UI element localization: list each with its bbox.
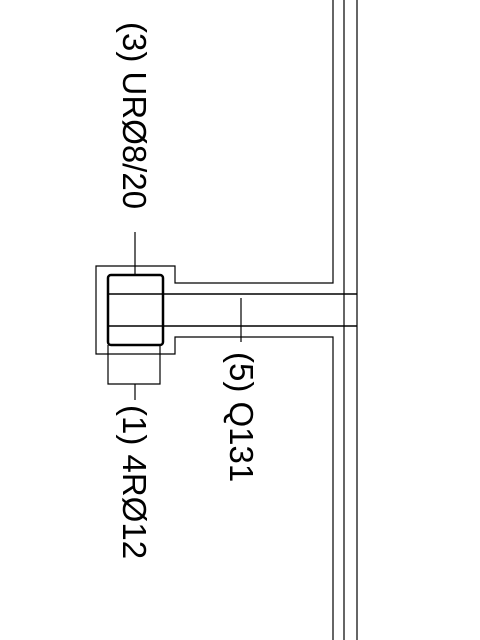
label-lower-bar: (1) 4RØ12 [116,405,153,559]
label-upper-bar: (3) URØ8/20 [116,22,153,209]
outline-group [95,0,358,640]
concrete-outline [95,0,334,640]
lower-bar-bracket [107,345,161,385]
label-beam-bar: (5) Q131 [223,352,260,482]
stirrup-box [106,273,165,347]
